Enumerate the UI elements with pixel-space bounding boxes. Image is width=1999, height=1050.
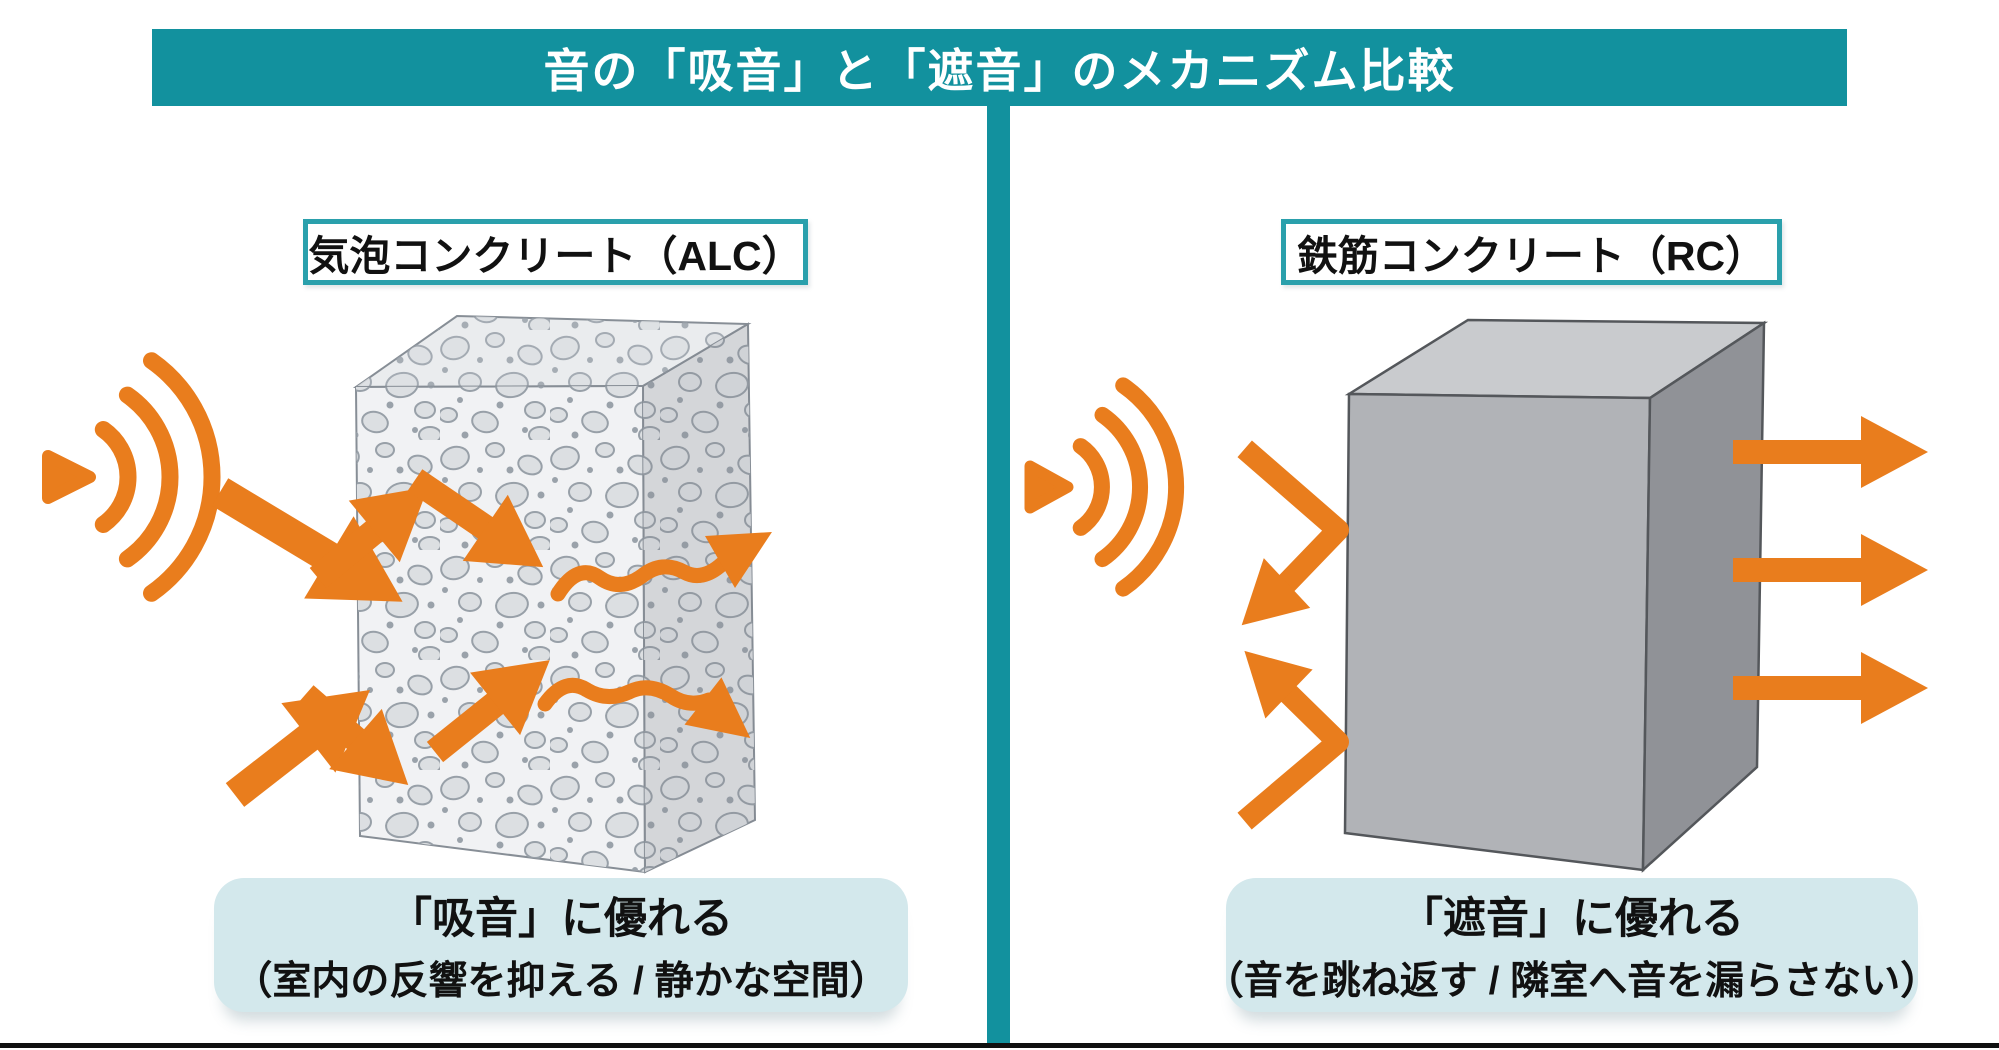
caption-alc: 「吸音」に優れる （室内の反響を抑える / 静かな空間） bbox=[214, 878, 908, 1012]
sound-wave-icon bbox=[42, 352, 221, 602]
material-label-text: 気泡コンクリート（ALC） bbox=[308, 233, 803, 279]
scattered-arrow bbox=[296, 685, 409, 786]
sound-dot bbox=[1024, 460, 1074, 514]
rc-front-face bbox=[1343, 392, 1652, 872]
sound-dot bbox=[42, 450, 96, 504]
bounce-arrow-upper bbox=[1237, 440, 1349, 626]
alc-side-texture bbox=[643, 324, 755, 872]
rc-block bbox=[1343, 318, 1769, 873]
panel-alc-illustration bbox=[42, 314, 772, 874]
material-label-alc: 気泡コンクリート（ALC） bbox=[303, 219, 808, 285]
panel-rc-illustration bbox=[1024, 318, 1928, 873]
rightward-arrow bbox=[1733, 416, 1928, 488]
page-title-banner: 音の「吸音」と「遮音」のメカニズム比較 bbox=[152, 29, 1847, 106]
damped-wave-arrow bbox=[550, 532, 772, 602]
caption-title: 「遮音」に優れる bbox=[1400, 895, 1744, 943]
internal-arrow bbox=[407, 469, 544, 568]
scattered-arrow bbox=[309, 486, 429, 589]
caption-rc: 「遮音」に優れる （音を跳ね返す / 隣室へ音を漏らさない） bbox=[1205, 878, 1939, 1012]
caption-detail: （室内の反響を抑える / 静かな空間） bbox=[233, 960, 889, 1003]
reflection-arrows bbox=[1237, 440, 1349, 830]
sound-wave-icon bbox=[1024, 377, 1185, 597]
alc-block bbox=[352, 314, 757, 874]
rightward-arrow bbox=[1733, 534, 1928, 606]
alc-front-texture bbox=[356, 386, 645, 872]
internal-arrow bbox=[426, 660, 550, 763]
center-divider bbox=[987, 106, 1010, 1044]
sound-arcs bbox=[94, 352, 221, 602]
alc-side-shading bbox=[643, 324, 755, 872]
rc-side-face bbox=[1641, 320, 1766, 873]
damped-wave-arrow bbox=[537, 677, 751, 738]
rightward-arrow bbox=[1733, 652, 1928, 724]
absorption-arrows bbox=[211, 469, 772, 807]
caption-detail: （音を跳ね返す / 隣室へ音を漏らさない） bbox=[1204, 960, 1940, 1003]
material-label-text: 鉄筋コンクリート（RC） bbox=[1296, 233, 1767, 279]
caption-title: 「吸音」に優れる bbox=[389, 895, 733, 943]
sound-arcs bbox=[1072, 377, 1185, 597]
bounce-arrow-lower bbox=[1237, 650, 1349, 830]
rightward-arrows bbox=[1733, 416, 1928, 724]
page-title: 音の「吸音」と「遮音」のメカニズム比較 bbox=[543, 44, 1456, 97]
bottom-rule bbox=[0, 1043, 1999, 1048]
alc-top-texture bbox=[356, 316, 748, 387]
material-label-rc: 鉄筋コンクリート（RC） bbox=[1281, 219, 1782, 285]
